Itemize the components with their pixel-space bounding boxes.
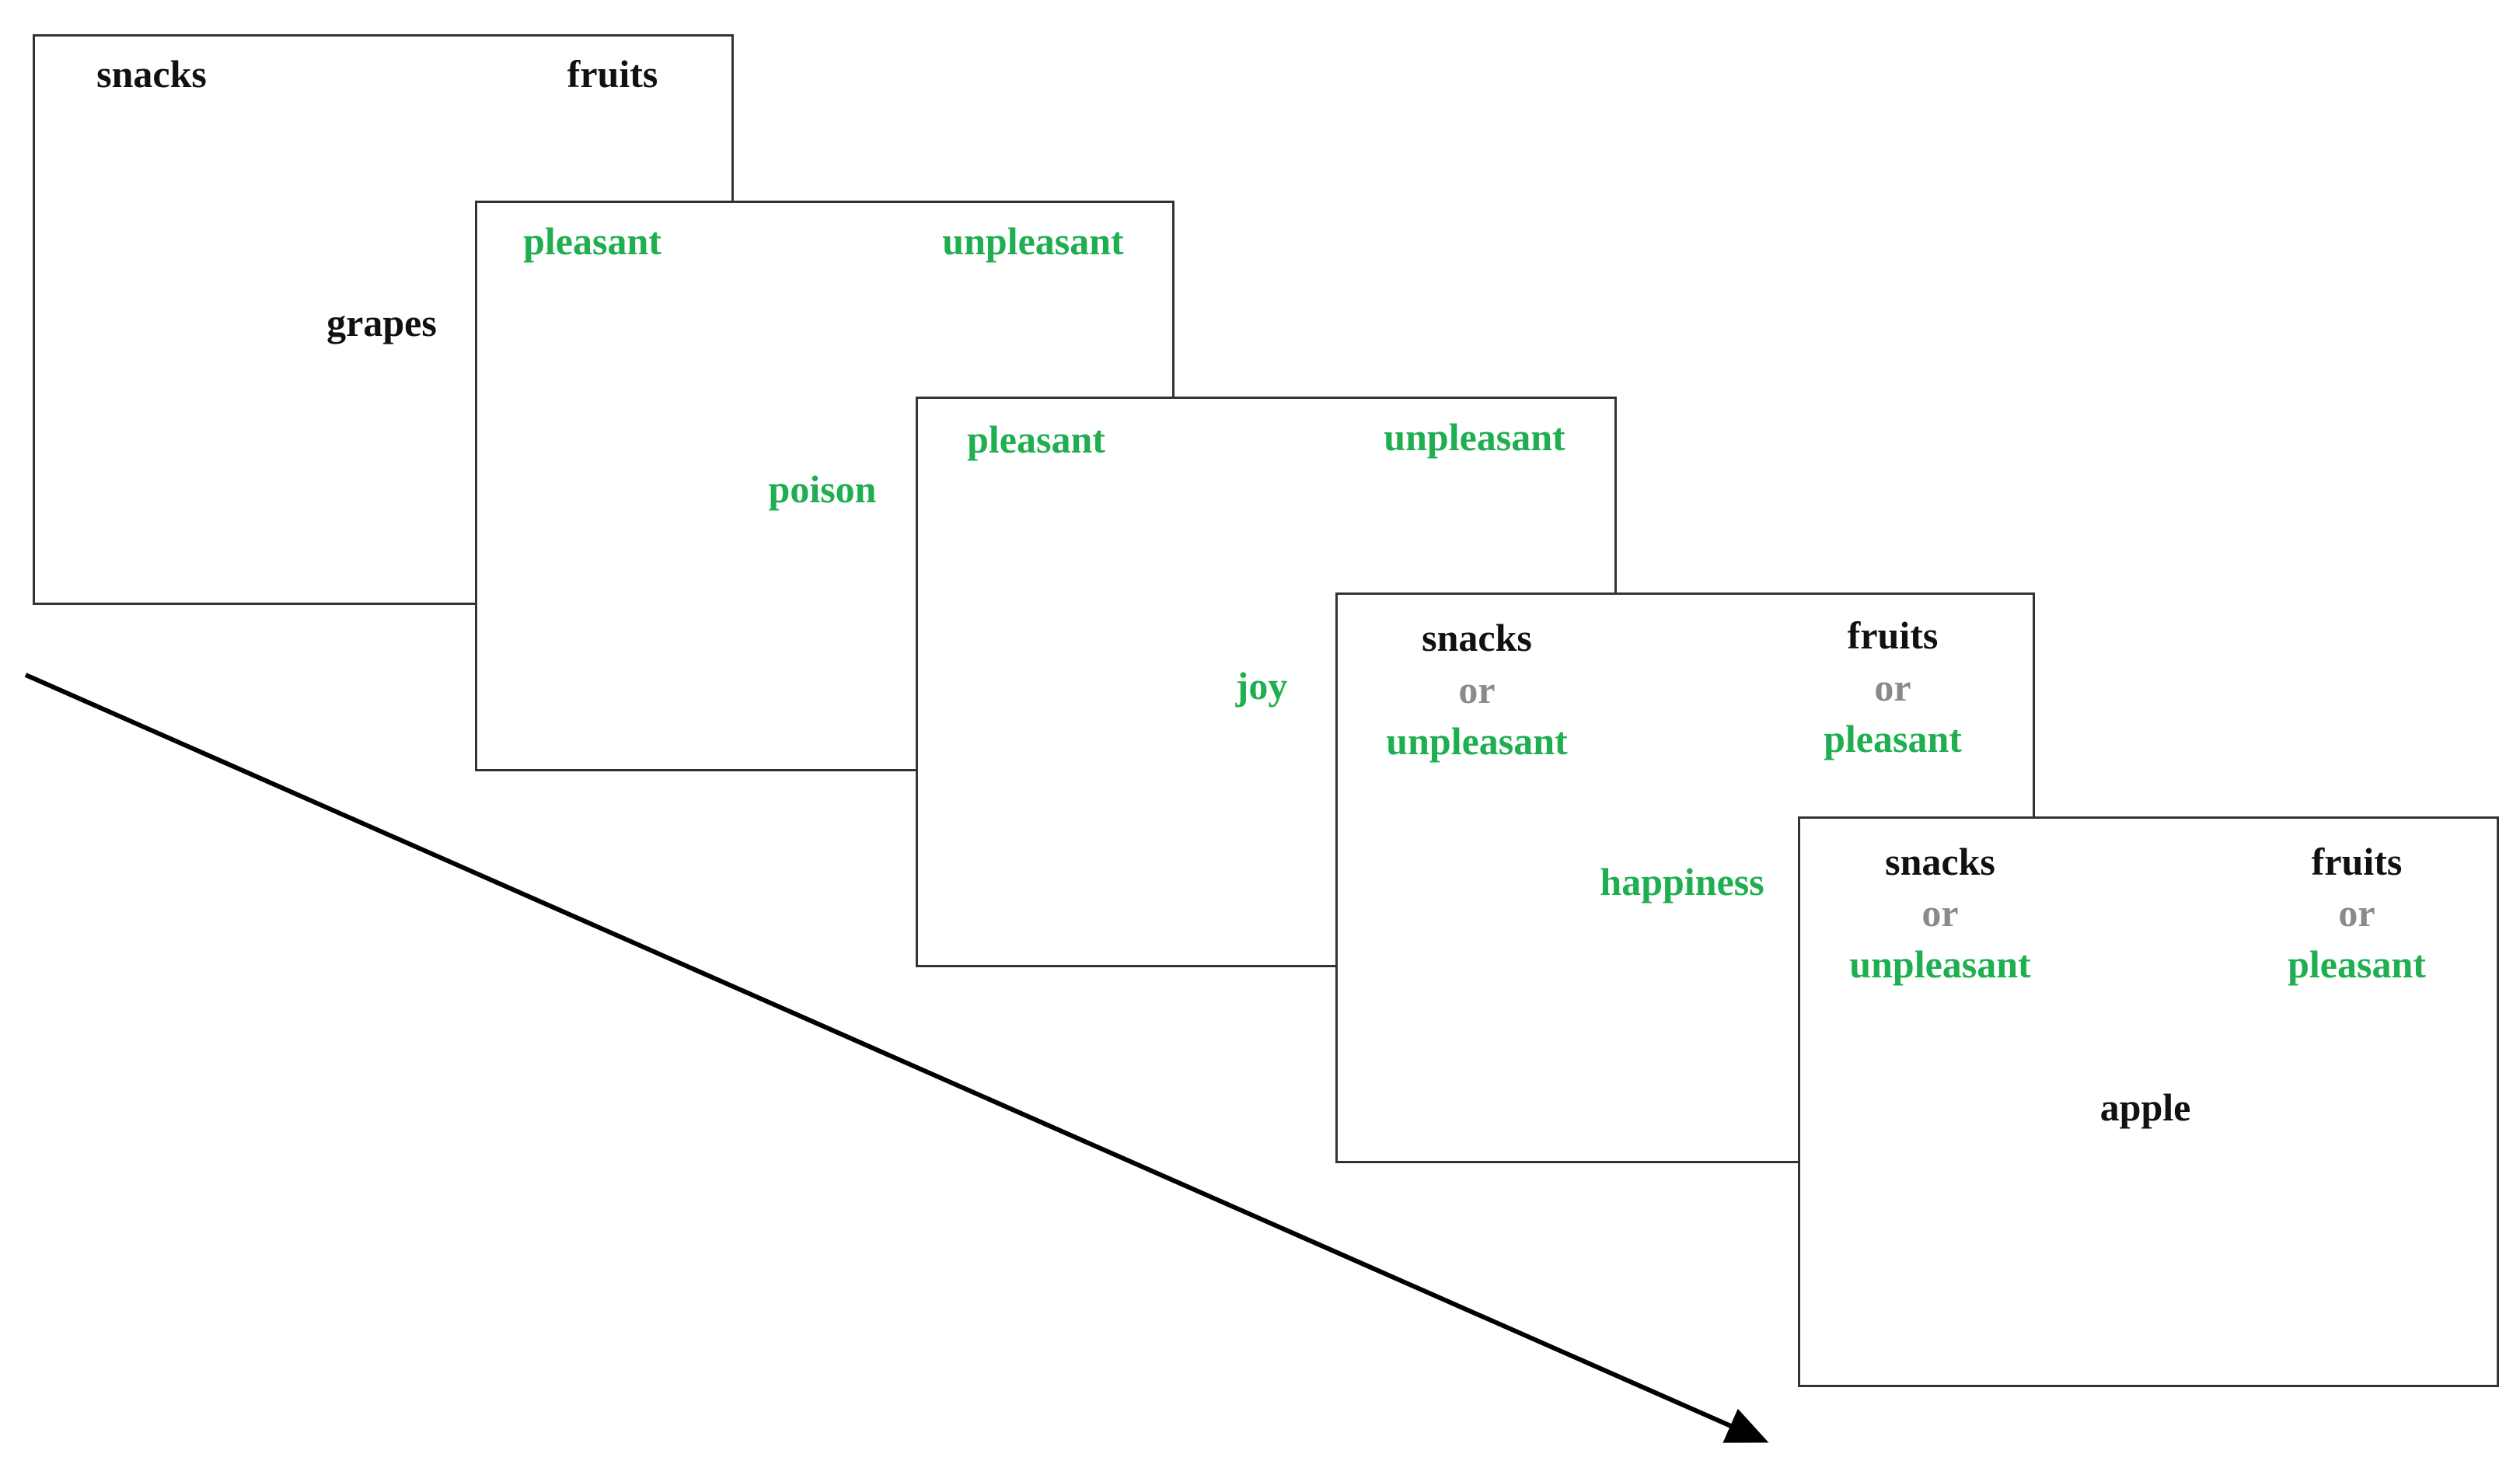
- screen-5-right-attribute: pleasant: [2288, 942, 2426, 986]
- screen-1-right-category: fruits: [567, 52, 658, 96]
- screen-3-stimulus: joy: [1235, 664, 1288, 708]
- screen-5-right-or: or: [2338, 891, 2375, 935]
- screen-4-left-or: or: [1458, 668, 1496, 711]
- screen-5-stimulus: apple: [2099, 1085, 2191, 1129]
- screen-5-right-category: fruits: [2311, 840, 2403, 883]
- screen-5-left-attribute: unpleasant: [1849, 942, 2031, 986]
- screen-4-right-attribute: pleasant: [1824, 717, 1962, 760]
- screen-4-stimulus: happiness: [1600, 860, 1764, 904]
- screen-2-stimulus: poison: [768, 467, 877, 511]
- screen-5-left-or: or: [1921, 891, 1959, 935]
- screen-1-stimulus: grapes: [326, 301, 437, 344]
- screen-4-right-category: fruits: [1847, 613, 1939, 657]
- screen-3-left-attribute: pleasant: [967, 418, 1105, 461]
- screen-4-left-category: snacks: [1422, 616, 1532, 659]
- screen-1-left-category: snacks: [96, 52, 207, 96]
- screen-5: [1798, 816, 2499, 1387]
- screen-4-right-or: or: [1874, 666, 1911, 709]
- screen-5-left-category: snacks: [1885, 840, 1995, 883]
- screen-2-right-attribute: unpleasant: [942, 219, 1124, 263]
- screen-4-left-attribute: unpleasant: [1386, 719, 1568, 763]
- screen-2-left-attribute: pleasant: [523, 219, 661, 263]
- screen-3-right-attribute: unpleasant: [1384, 415, 1565, 459]
